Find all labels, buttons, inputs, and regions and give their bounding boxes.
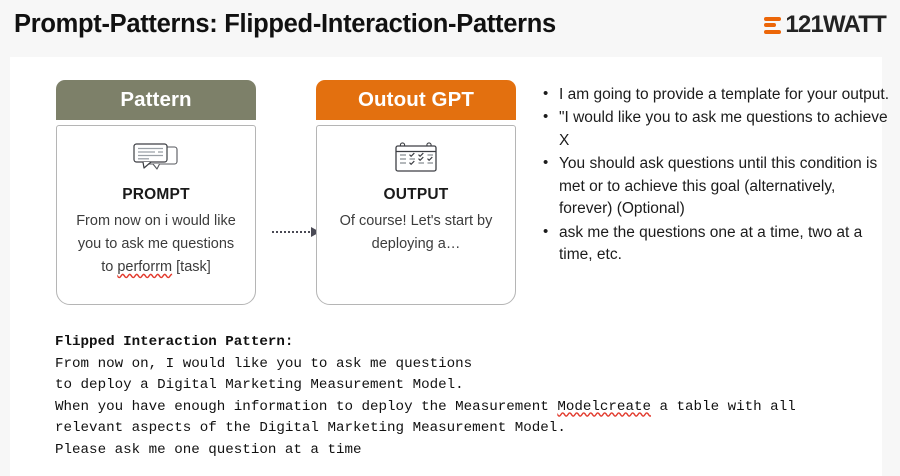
- list-item: I am going to provide a template for you…: [540, 83, 890, 106]
- page-title: Prompt-Patterns: Flipped-Interaction-Pat…: [14, 10, 556, 38]
- output-card-header: Outout GPT: [316, 80, 516, 120]
- output-card-label: OUTPUT: [383, 186, 449, 203]
- list-item: "I would like you to ask me questions to…: [540, 106, 890, 152]
- output-card-text: Of course! Let's start by deploying a…: [339, 213, 493, 252]
- example-prompt-line-1: From now on, I would like you to ask me …: [55, 355, 473, 372]
- slide-header: Prompt-Patterns: Flipped-Interaction-Pat…: [0, 0, 900, 57]
- checklist-icon: [393, 142, 439, 173]
- logo-text: 121WATT: [785, 11, 886, 38]
- bullet-list: I am going to provide a template for you…: [540, 83, 890, 268]
- pattern-card: Pattern PROMPT From now on i would like …: [56, 80, 256, 305]
- output-card: Outout GPT: [316, 80, 516, 305]
- list-item: You should ask questions until this cond…: [540, 152, 890, 220]
- arrow-head: [311, 227, 320, 237]
- example-prompt-line-2: to deploy a Digital Marketing Measuremen…: [55, 377, 464, 394]
- line-3-typo: Modelcreate: [557, 398, 651, 415]
- line-3-part-2: a table with all: [650, 398, 796, 415]
- dotted-arrow-right-icon: [272, 226, 320, 238]
- pattern-text-before: From now on i would like you to ask me q…: [76, 213, 236, 275]
- pattern-text-misspelled: perforrm: [117, 258, 173, 275]
- speech-bubbles-icon: [131, 143, 181, 173]
- list-item: ask me the questions one at a time, two …: [540, 221, 890, 267]
- pattern-card-label: PROMPT: [122, 186, 190, 203]
- pattern-card-text: From now on i would like you to ask me q…: [76, 210, 236, 279]
- brand-logo: 121WATT: [764, 11, 887, 38]
- example-prompt-title: Flipped Interaction Pattern:: [55, 334, 294, 350]
- arrow-dots: [272, 231, 310, 233]
- output-card-body: OUTPUT Of course! Let's start by deployi…: [316, 125, 516, 305]
- pattern-card-header: Pattern: [56, 80, 256, 120]
- line-3-part-1: When you have enough information to depl…: [55, 398, 558, 415]
- example-prompt-block: Flipped Interaction Pattern: From now on,…: [55, 332, 796, 461]
- example-prompt-line-3: When you have enough information to depl…: [55, 397, 796, 419]
- example-prompt-line-4: relevant aspects of the Digital Marketin…: [55, 420, 566, 437]
- pattern-text-after: [task]: [172, 258, 211, 275]
- example-prompt-line-5: Please ask me one question at a time: [55, 441, 362, 458]
- pattern-card-body: PROMPT From now on i would like you to a…: [56, 125, 256, 305]
- three-bars-icon: [764, 16, 782, 34]
